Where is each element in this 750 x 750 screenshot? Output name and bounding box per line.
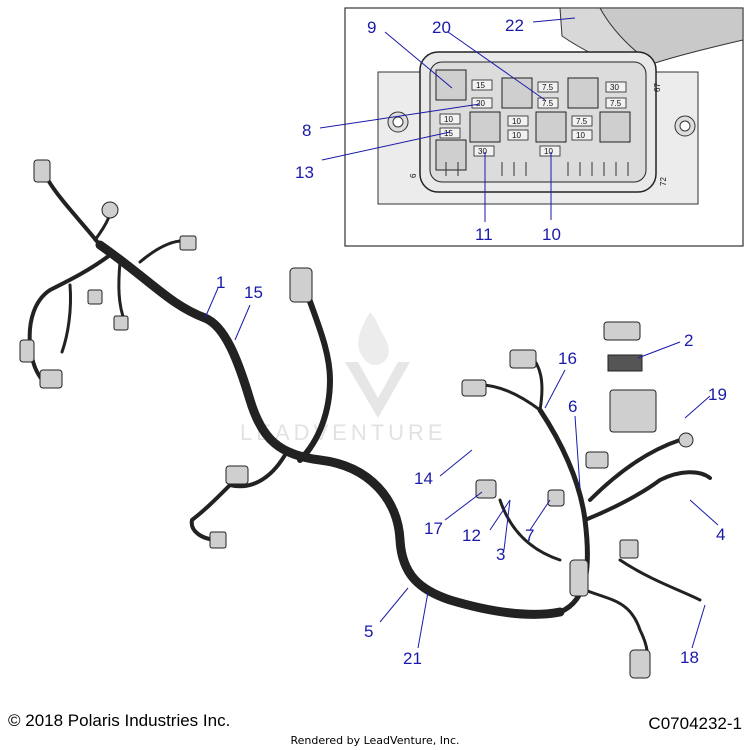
callout-22: 22 [505,16,524,35]
fuse-box-inset: 15 20 10 15 30 7.5 7.5 30 7.5 10 10 7.5 … [344,7,744,247]
connectors [19,159,694,679]
callouts: 9 20 22 8 13 11 10 1 15 2 16 6 19 14 17 … [216,16,727,668]
callout-20: 20 [432,18,451,37]
fuse-rating: 15 [444,129,453,138]
callout-14: 14 [414,469,433,488]
part-number: C0704232-1 [648,714,742,733]
callout-5: 5 [364,622,373,641]
callout-12: 12 [462,526,481,545]
callout-1: 1 [216,273,225,292]
fuse-rating: 30 [610,83,619,92]
rendered-by-text: Rendered by LeadVenture, Inc. [290,734,460,747]
watermark: LEADVENTURE [240,312,443,445]
fuse-rating: 10 [444,115,453,124]
callout-3: 3 [496,545,505,564]
callout-7: 7 [525,526,534,545]
fuse-rating: 30 [478,147,487,156]
callout-21: 21 [403,649,422,668]
fuse-rating: 7.5 [610,99,622,108]
callout-19: 19 [708,385,727,404]
callout-16: 16 [558,349,577,368]
fuse-rating: 10 [512,131,521,140]
callout-11: 11 [475,225,493,244]
wire-harness [27,178,712,677]
callout-15: 15 [244,283,263,302]
fuse-rating: 10 [544,147,553,156]
fuse-rating: 7.5 [576,117,588,126]
callout-6: 6 [568,397,577,416]
callout-10: 10 [542,225,561,244]
leader-lines [204,17,719,649]
callout-18: 18 [680,648,699,667]
fuse-rating: 20 [476,99,485,108]
fuse-rating: 7.5 [542,83,554,92]
callout-17: 17 [424,519,443,538]
callout-13: 13 [295,163,314,182]
fuse-rating: 10 [512,117,521,126]
callout-4: 4 [716,525,725,544]
callout-9: 9 [367,18,376,37]
housing-mark: 6 [409,173,418,178]
copyright-text: © 2018 Polaris Industries Inc. [8,711,231,730]
fuse-rating: 10 [576,131,585,140]
fuse-rating: 7.5 [542,99,554,108]
callout-8: 8 [302,121,311,140]
housing-mark: 72 [659,177,668,186]
fuse-rating: 15 [476,81,485,90]
callout-2: 2 [684,331,693,350]
housing-mark: 67 [653,83,662,92]
